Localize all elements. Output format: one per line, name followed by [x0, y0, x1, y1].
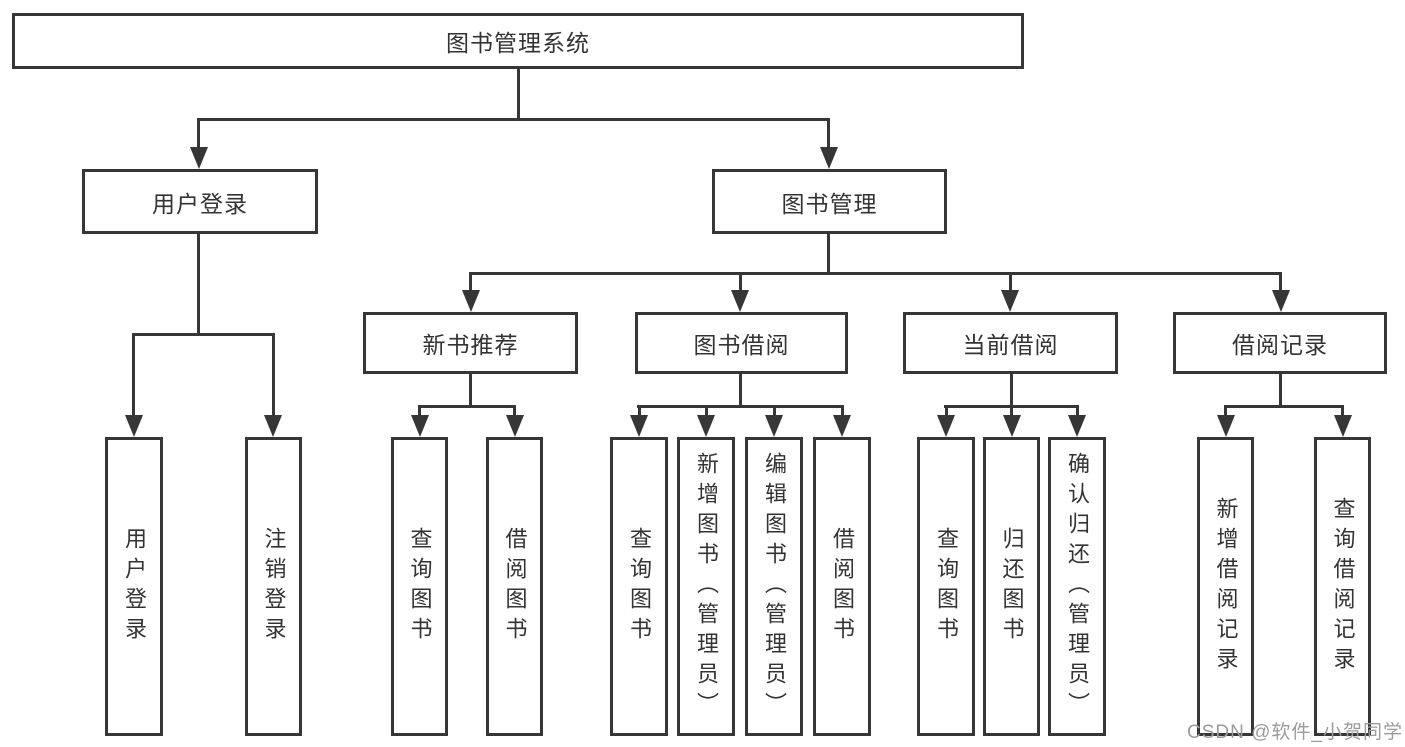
connector-line: [1009, 275, 1012, 292]
leaf-logout: 注销登录: [245, 437, 302, 736]
node-label: 图书借阅: [693, 332, 790, 358]
node-library-management-system: 图书管理系统: [12, 13, 1024, 69]
node-book-borrowing: 图书借阅: [635, 312, 848, 374]
connector-line: [469, 275, 472, 292]
node-borrowing-records: 借阅记录: [1173, 312, 1387, 374]
connector-line: [418, 408, 421, 418]
node-book-management: 图书管理: [712, 169, 947, 234]
connector-line: [132, 333, 275, 336]
leaf-label: 查询借阅记录: [1330, 496, 1356, 677]
leaf-query-books-current: 查询图书: [917, 437, 975, 736]
node-label: 图书管理: [781, 190, 878, 217]
connector-line: [197, 118, 830, 121]
arrow-down-icon: [190, 147, 208, 169]
leaf-add-books-admin: 新增图书（管理员）: [677, 437, 735, 736]
leaf-borrow-books: 借阅图书: [813, 437, 871, 736]
connector-line: [945, 408, 948, 418]
connector-line: [1279, 275, 1282, 292]
leaf-label: 借阅图书: [830, 526, 855, 647]
leaf-edit-books-admin: 编辑图书（管理员）: [745, 437, 803, 736]
connector-line: [513, 408, 516, 418]
leaf-label: 注销登录: [261, 526, 287, 647]
arrow-down-icon: [264, 415, 282, 437]
leaf-query-books-borrow: 查询图书: [610, 437, 668, 736]
connector-line: [197, 233, 200, 336]
watermark: CSDN @软件_小贺同学: [1187, 722, 1403, 743]
node-label: 当前借阅: [962, 332, 1059, 358]
leaf-user-login: 用户登录: [105, 437, 163, 736]
node-label: 用户登录: [152, 190, 248, 217]
arrow-down-icon: [125, 415, 143, 437]
connector-line: [469, 374, 472, 408]
leaf-label: 用户登录: [122, 526, 147, 647]
leaf-label: 新增图书（管理员）: [694, 451, 719, 722]
node-new-book-recommendation: 新书推荐: [363, 312, 578, 374]
connector-line: [841, 408, 844, 418]
arrow-down-icon: [731, 290, 749, 312]
connector-line: [1010, 408, 1013, 418]
leaf-label: 归还图书: [999, 526, 1025, 647]
connector-line: [773, 408, 776, 418]
node-label: 新书推荐: [422, 332, 519, 358]
arrow-down-icon: [820, 147, 838, 169]
arrow-down-icon: [937, 415, 955, 437]
connector-line: [517, 69, 520, 121]
arrow-down-icon: [630, 415, 648, 437]
node-current-borrowing: 当前借阅: [903, 312, 1118, 374]
connector-line: [1224, 405, 1344, 408]
arrow-down-icon: [1272, 290, 1290, 312]
arrow-down-icon: [833, 415, 851, 437]
leaf-add-borrow-record: 新增借阅记录: [1197, 437, 1254, 736]
arrow-down-icon: [462, 290, 480, 312]
connector-line: [739, 374, 742, 408]
leaf-label: 编辑图书（管理员）: [762, 451, 787, 722]
leaf-borrow-books-recommend: 借阅图书: [486, 437, 543, 736]
arrow-down-icon: [1068, 415, 1086, 437]
leaf-query-books-recommend: 查询图书: [391, 437, 448, 736]
connector-line: [827, 121, 830, 150]
connector-line: [1279, 374, 1282, 408]
connector-line: [638, 408, 641, 418]
node-label: 借阅记录: [1232, 332, 1328, 358]
leaf-label: 查询图书: [627, 526, 652, 647]
leaf-label: 借阅图书: [502, 526, 528, 647]
leaf-confirm-return-admin: 确认归还（管理员）: [1048, 437, 1106, 736]
connector-line: [1224, 408, 1227, 418]
leaf-label: 查询图书: [934, 526, 959, 647]
connector-line: [1341, 408, 1344, 418]
connector-line: [944, 405, 1079, 408]
connector-line: [827, 234, 830, 275]
connector-line: [197, 121, 200, 150]
connector-line: [637, 405, 844, 408]
leaf-query-borrow-record: 查询借阅记录: [1314, 437, 1371, 736]
connector-line: [418, 405, 516, 408]
arrow-down-icon: [1003, 415, 1021, 437]
leaf-label: 确认归还（管理员）: [1065, 451, 1090, 722]
arrow-down-icon: [411, 415, 429, 437]
connector-line: [739, 275, 742, 292]
node-user-login: 用户登录: [82, 169, 318, 234]
leaf-return-books: 归还图书: [983, 437, 1040, 736]
connector-line: [1076, 408, 1079, 418]
node-label: 图书管理系统: [446, 30, 590, 56]
connector-line: [469, 272, 1282, 275]
arrow-down-icon: [765, 415, 783, 437]
leaf-label: 查询图书: [407, 526, 433, 647]
connector-line: [272, 336, 275, 418]
arrow-down-icon: [1334, 415, 1352, 437]
arrow-down-icon: [1217, 415, 1235, 437]
arrow-down-icon: [1001, 290, 1019, 312]
leaf-label: 新增借阅记录: [1213, 496, 1239, 677]
connector-line: [1010, 374, 1013, 408]
connector-line: [705, 408, 708, 418]
connector-line: [132, 336, 135, 418]
arrow-down-icon: [506, 415, 524, 437]
arrow-down-icon: [697, 415, 715, 437]
